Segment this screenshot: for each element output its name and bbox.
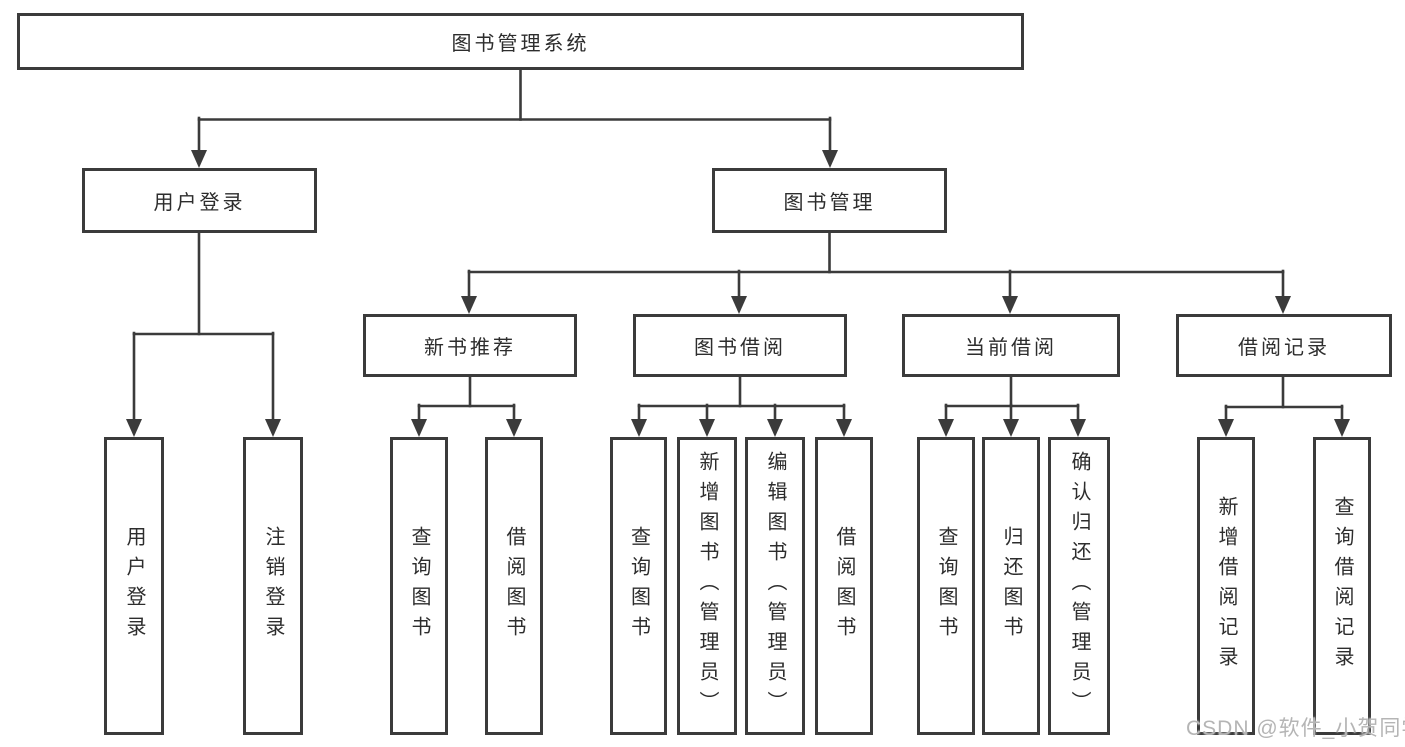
leaf-query-borrow-record-label: 查询借阅记录 xyxy=(1331,496,1353,676)
leaf-edit-books-admin: 编辑图书（管理员） xyxy=(745,437,805,735)
node-book-borrow: 图书借阅 xyxy=(633,314,847,377)
leaf-query-books-borrow-label: 查询图书 xyxy=(627,526,650,646)
leaf-add-borrow-record-label: 新增借阅记录 xyxy=(1215,496,1237,676)
node-user-login: 用户登录 xyxy=(82,168,317,233)
leaf-borrow-books-recommend: 借阅图书 xyxy=(485,437,543,735)
leaf-query-books-recommend-label: 查询图书 xyxy=(408,526,430,646)
leaf-add-books-admin: 新增图书（管理员） xyxy=(677,437,737,735)
leaf-return-books: 归还图书 xyxy=(982,437,1040,735)
leaf-query-books-current-label: 查询图书 xyxy=(935,526,957,646)
node-book-borrow-label: 图书借阅 xyxy=(694,337,786,359)
leaf-query-books-borrow: 查询图书 xyxy=(610,437,667,735)
leaf-borrow-books-label: 借阅图书 xyxy=(833,526,855,646)
node-borrow-records-label: 借阅记录 xyxy=(1238,337,1330,359)
leaf-query-books-current: 查询图书 xyxy=(917,437,975,735)
node-current-borrow: 当前借阅 xyxy=(902,314,1120,377)
node-root-label: 图书管理系统 xyxy=(451,33,590,55)
leaf-add-books-admin-label: 新增图书（管理员） xyxy=(696,451,718,721)
watermark: CSDN @软件_小贺同学 xyxy=(1186,717,1405,740)
leaf-query-books-recommend: 查询图书 xyxy=(390,437,448,735)
leaf-borrow-books: 借阅图书 xyxy=(815,437,873,735)
leaf-return-books-label: 归还图书 xyxy=(1000,526,1022,646)
leaf-edit-books-admin-label: 编辑图书（管理员） xyxy=(764,451,786,721)
leaf-user-login: 用户登录 xyxy=(104,437,164,735)
node-user-login-label: 用户登录 xyxy=(153,192,246,214)
leaf-logout: 注销登录 xyxy=(243,437,303,735)
leaf-query-borrow-record: 查询借阅记录 xyxy=(1313,437,1371,735)
node-book-management: 图书管理 xyxy=(712,168,947,233)
leaf-borrow-books-recommend-label: 借阅图书 xyxy=(503,526,525,646)
node-new-book-recommend: 新书推荐 xyxy=(363,314,577,377)
leaf-user-login-label: 用户登录 xyxy=(123,526,145,646)
leaf-confirm-return-admin: 确认归还（管理员） xyxy=(1048,437,1110,735)
node-current-borrow-label: 当前借阅 xyxy=(965,337,1057,359)
node-borrow-records: 借阅记录 xyxy=(1176,314,1392,377)
node-root: 图书管理系统 xyxy=(17,13,1024,70)
node-book-management-label: 图书管理 xyxy=(783,192,876,214)
leaf-confirm-return-admin-label: 确认归还（管理员） xyxy=(1068,451,1090,721)
node-new-book-recommend-label: 新书推荐 xyxy=(424,337,516,359)
leaf-add-borrow-record: 新增借阅记录 xyxy=(1197,437,1255,735)
leaf-logout-label: 注销登录 xyxy=(262,526,284,646)
